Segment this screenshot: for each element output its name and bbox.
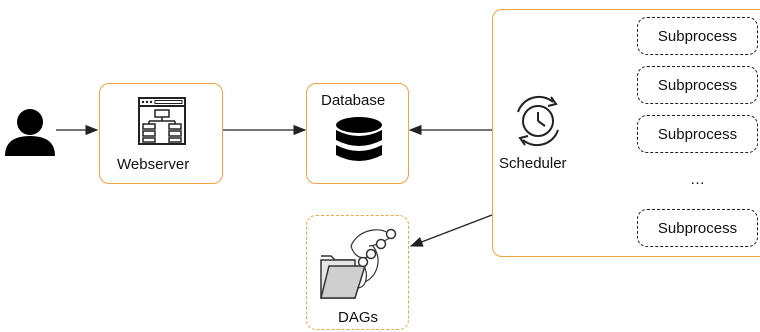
folder-graph-icon (320, 228, 397, 299)
arrow-scheduler-to-dags (409, 214, 493, 247)
scheduler-label: Scheduler (499, 155, 567, 172)
subprocess-4: Subprocess (637, 209, 758, 247)
database-node: Database (306, 83, 409, 184)
database-label: Database (321, 92, 386, 109)
web-page-layout-icon (138, 97, 186, 145)
subprocess-ellipsis: … (690, 171, 705, 188)
webserver-node: Webserver (99, 83, 223, 184)
database-icon (336, 117, 382, 161)
subprocess-1: Subprocess (637, 17, 758, 55)
webserver-label: Webserver (117, 156, 190, 173)
dags-node: DAGs (306, 215, 409, 330)
dags-label: DAGs (338, 309, 379, 326)
subprocess-2: Subprocess (637, 66, 758, 104)
subprocess-3: Subprocess (637, 115, 758, 153)
